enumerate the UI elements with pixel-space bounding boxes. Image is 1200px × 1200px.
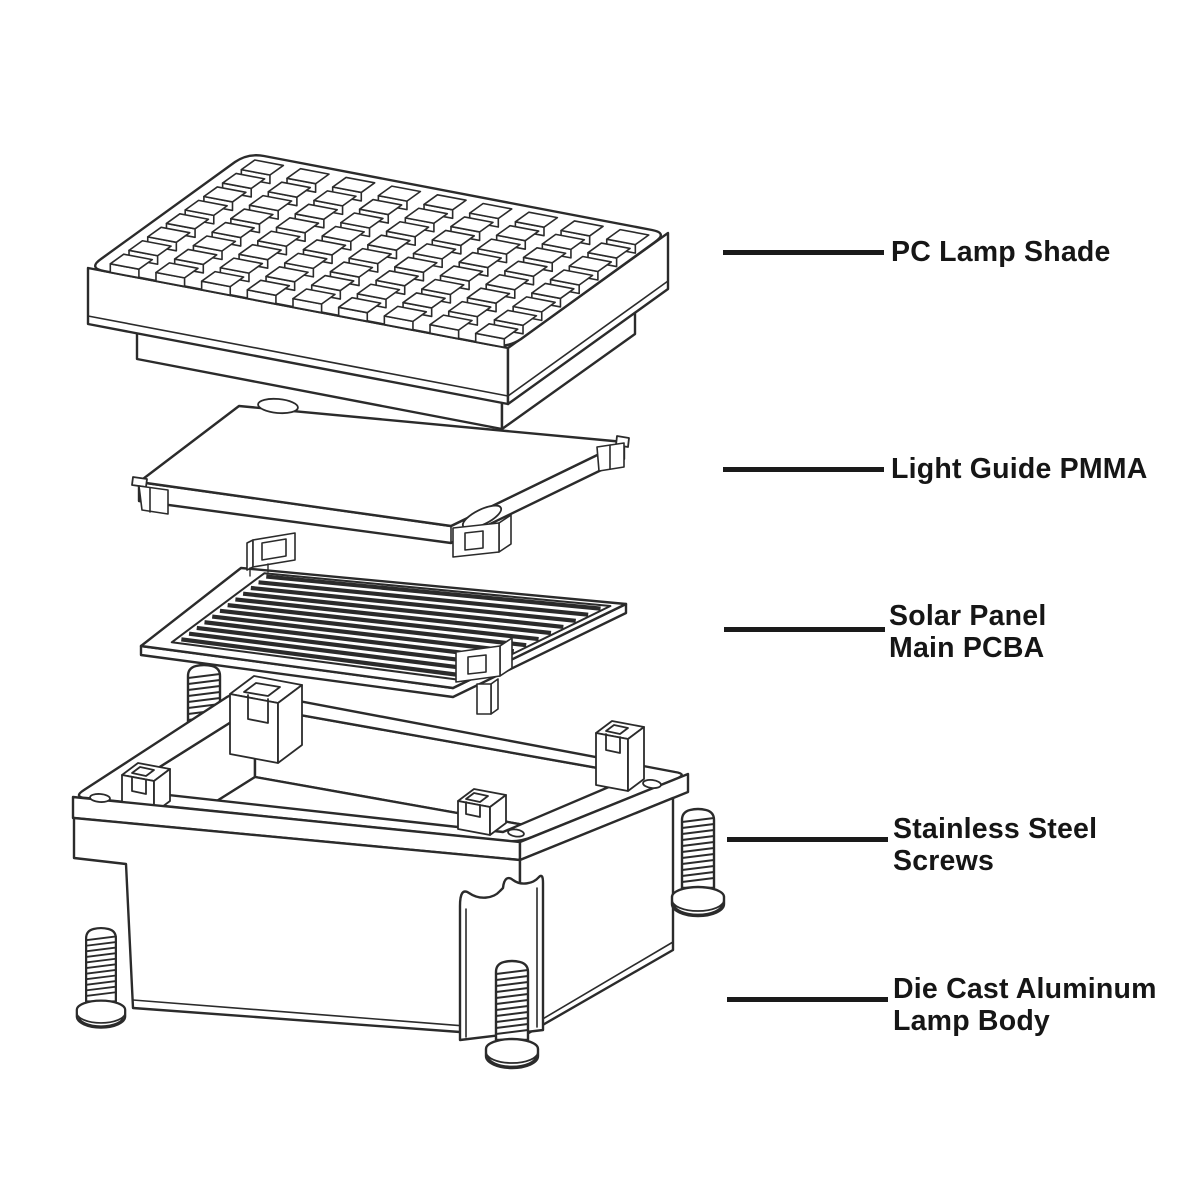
pc-lamp-shade-drawing bbox=[86, 154, 670, 431]
screw-left bbox=[75, 926, 127, 1029]
label-text: Die Cast Aluminum bbox=[893, 973, 1157, 1005]
screw-post-back-left bbox=[229, 675, 303, 764]
connector-line-screws bbox=[727, 837, 888, 842]
label-text: Stainless Steel bbox=[893, 813, 1098, 845]
label-text: Solar Panel bbox=[889, 600, 1047, 632]
solar-cell-stripes bbox=[170, 572, 612, 681]
label-die-cast-aluminum-lamp-body: Die Cast Aluminum Lamp Body bbox=[893, 973, 1157, 1037]
flange-hole-left bbox=[89, 793, 111, 803]
label-text: Lamp Body bbox=[893, 1005, 1050, 1037]
connector-line-pc-lamp-shade bbox=[723, 250, 884, 255]
connector-line-lamp-body bbox=[727, 997, 888, 1002]
label-text: Main PCBA bbox=[889, 632, 1045, 664]
stud-grid bbox=[109, 159, 650, 349]
label-light-guide-pmma: Light Guide PMMA bbox=[891, 453, 1148, 485]
label-pc-lamp-shade: PC Lamp Shade bbox=[891, 236, 1111, 268]
connector-line-solar-panel bbox=[724, 627, 885, 632]
connector-line-light-guide bbox=[723, 467, 884, 472]
solar-panel-pcba-drawing bbox=[139, 532, 628, 715]
label-solar-panel-main-pcba: Solar Panel Main PCBA bbox=[889, 600, 1046, 664]
label-text: Light Guide PMMA bbox=[891, 453, 1148, 485]
screw-right bbox=[670, 807, 726, 918]
screw-post-back-right bbox=[595, 720, 645, 792]
flange-hole-right bbox=[642, 779, 662, 789]
light-guide-pmma-drawing bbox=[131, 397, 630, 558]
flange-hole-front bbox=[507, 828, 525, 838]
lamp-body-drawing bbox=[71, 675, 690, 1042]
plate-slot-back bbox=[257, 397, 299, 415]
label-text: Screws bbox=[893, 845, 995, 877]
screw-post-front-right bbox=[457, 788, 507, 836]
label-stainless-steel-screws: Stainless Steel Screws bbox=[893, 813, 1097, 877]
body-flange-side-right bbox=[518, 772, 690, 862]
label-text: PC Lamp Shade bbox=[891, 236, 1111, 268]
